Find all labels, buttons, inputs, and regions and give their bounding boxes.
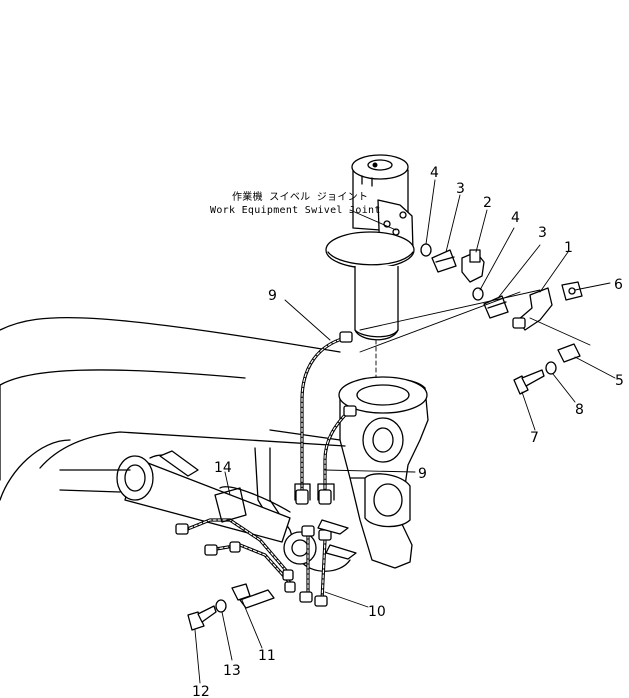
caption-english: Work Equipment Swivel Joint [210, 205, 381, 216]
swing-bracket [269, 376, 429, 569]
callout-2: 2 [483, 195, 492, 211]
elbow-fitting-1 [512, 287, 553, 331]
callout-1: 1 [564, 240, 573, 256]
clamp-5 [557, 343, 581, 363]
callout-9-lower: 9 [418, 466, 427, 482]
callout-10: 10 [368, 604, 386, 620]
block-6 [561, 281, 583, 301]
callout-9-upper: 9 [268, 288, 277, 304]
elbow-3-upper [431, 249, 457, 273]
hydraulic-cylinder [59, 450, 317, 565]
swivel-joint [325, 154, 415, 396]
callout-12: 12 [192, 684, 210, 698]
bolt-12 [187, 605, 217, 631]
boom-frame [0, 316, 351, 572]
callout-6: 6 [614, 277, 623, 293]
callout-14: 14 [214, 460, 232, 476]
bolt-7 [513, 369, 545, 395]
callout-4-upper: 4 [430, 165, 439, 181]
o-ring-4-upper [420, 243, 432, 257]
callout-8: 8 [575, 402, 584, 418]
callout-4-lower: 4 [511, 210, 520, 226]
callout-13: 13 [223, 663, 241, 679]
clamp-11 [231, 583, 251, 601]
callout-numbers: 1 2 3 3 4 4 5 6 7 8 9 9 10 11 12 13 14 [192, 165, 624, 698]
washer-13 [215, 599, 227, 613]
pipe-assembly-10 [239, 519, 357, 609]
hose-9-lower [318, 405, 357, 505]
caption-japanese: 作業機 スイベル ジョイント [232, 190, 368, 203]
pipe-assembly-14 [175, 487, 296, 593]
callout-7: 7 [530, 430, 539, 446]
callout-3-lower: 3 [538, 225, 547, 241]
o-ring-4-lower [472, 287, 484, 301]
washer-8 [545, 361, 557, 375]
callout-5: 5 [615, 373, 624, 389]
leader-lines [194, 179, 616, 684]
tee-fitting-2 [461, 249, 485, 283]
elbow-3-lower [483, 295, 509, 319]
hose-9-upper [295, 331, 353, 505]
callout-11: 11 [258, 648, 276, 664]
callout-3-upper: 3 [456, 181, 465, 197]
